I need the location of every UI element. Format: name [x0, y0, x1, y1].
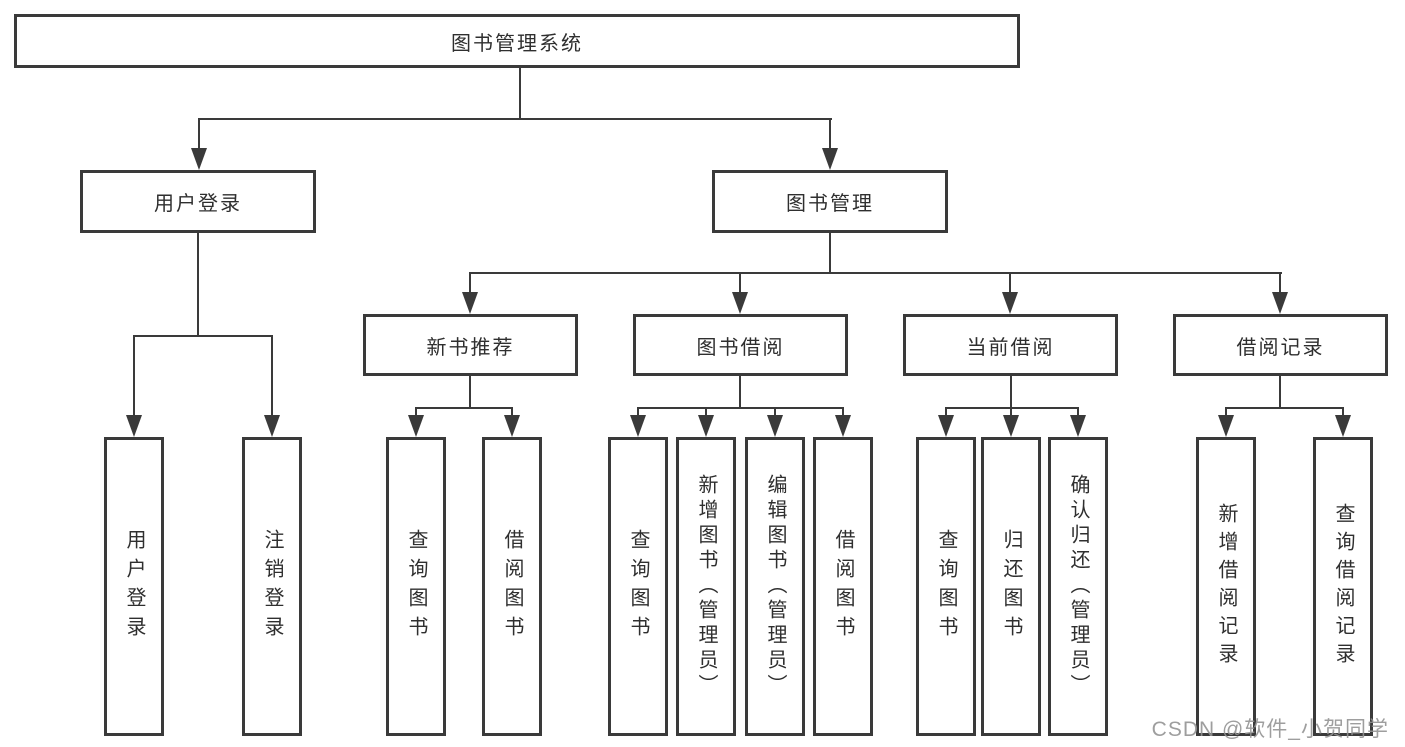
connector-line: [1010, 407, 1012, 417]
node-label: 图书管理系统: [451, 32, 583, 55]
node-borrow-books: 借阅图书: [482, 437, 542, 736]
node-label: 确认归还（管理员）: [1067, 474, 1089, 699]
connector-line: [1010, 375, 1012, 408]
node-query-borrow-record: 查询借阅记录: [1313, 437, 1373, 736]
node-user-login-action: 用户登录: [104, 437, 164, 736]
node-query-books: 查询图书: [916, 437, 976, 736]
connector-line: [415, 407, 513, 409]
node-new-book-recommendation: 新书推荐: [363, 314, 578, 376]
node-borrow-books: 借阅图书: [813, 437, 873, 736]
node-label: 查询图书: [935, 528, 957, 645]
arrowhead-icon: [1070, 415, 1086, 437]
connector-line: [198, 118, 832, 120]
connector-line: [415, 407, 417, 417]
arrowhead-icon: [822, 148, 838, 170]
node-query-books: 查询图书: [608, 437, 668, 736]
node-label: 借阅记录: [1236, 336, 1325, 359]
node-label: 当前借阅: [966, 336, 1055, 359]
node-add-books-admin: 新增图书（管理员）: [676, 437, 736, 736]
connector-line: [1225, 407, 1227, 417]
connector-line: [705, 407, 707, 417]
node-label: 注销登录: [261, 528, 283, 645]
node-user-login: 用户登录: [80, 170, 316, 233]
node-return-books: 归还图书: [981, 437, 1041, 736]
node-logout: 注销登录: [242, 437, 302, 736]
node-book-management: 图书管理: [712, 170, 948, 233]
node-label: 借阅图书: [832, 528, 854, 645]
connector-line: [829, 118, 831, 150]
node-label: 查询图书: [405, 528, 427, 645]
connector-line: [197, 232, 199, 336]
connector-line: [637, 407, 844, 409]
node-label: 查询图书: [627, 528, 649, 645]
arrowhead-icon: [264, 415, 280, 437]
node-label: 查询借阅记录: [1332, 502, 1354, 671]
connector-line: [739, 375, 741, 408]
node-confirm-return-admin: 确认归还（管理员）: [1048, 437, 1108, 736]
arrowhead-icon: [835, 415, 851, 437]
connector-line: [637, 407, 639, 417]
arrowhead-icon: [732, 292, 748, 314]
node-label: 用户登录: [154, 193, 242, 215]
node-library-management-system: 图书管理系统: [14, 14, 1020, 68]
csdn-watermark: CSDN @软件_小贺同学: [1151, 718, 1389, 741]
node-borrowing-records: 借阅记录: [1173, 314, 1388, 376]
arrowhead-icon: [191, 148, 207, 170]
node-label: 归还图书: [1000, 528, 1022, 645]
connector-line: [842, 407, 844, 417]
connector-line: [469, 272, 1282, 274]
connector-line: [271, 335, 273, 417]
connector-line: [1077, 407, 1079, 417]
arrowhead-icon: [1218, 415, 1234, 437]
connector-line: [519, 67, 521, 118]
connector-line: [1225, 407, 1344, 409]
arrowhead-icon: [698, 415, 714, 437]
connector-line: [945, 407, 1079, 409]
node-query-books: 查询图书: [386, 437, 446, 736]
node-add-borrow-record: 新增借阅记录: [1196, 437, 1256, 736]
node-label: 编辑图书（管理员）: [764, 474, 786, 699]
arrowhead-icon: [1002, 292, 1018, 314]
node-edit-books-admin: 编辑图书（管理员）: [745, 437, 805, 736]
connector-line: [1009, 272, 1011, 296]
connector-line: [829, 232, 831, 273]
connector-line: [133, 335, 273, 337]
arrowhead-icon: [462, 292, 478, 314]
node-label: 图书借阅: [696, 336, 785, 359]
connector-line: [469, 272, 471, 296]
connector-line: [133, 335, 135, 417]
arrowhead-icon: [408, 415, 424, 437]
connector-line: [469, 375, 471, 408]
connector-line: [774, 407, 776, 417]
arrowhead-icon: [630, 415, 646, 437]
connector-line: [1342, 407, 1344, 417]
arrowhead-icon: [767, 415, 783, 437]
arrowhead-icon: [1335, 415, 1351, 437]
arrowhead-icon: [1003, 415, 1019, 437]
node-label: 图书管理: [786, 193, 874, 215]
arrowhead-icon: [126, 415, 142, 437]
connector-line: [1279, 272, 1281, 296]
arrowhead-icon: [938, 415, 954, 437]
connector-line: [739, 272, 741, 296]
node-label: 新增借阅记录: [1215, 502, 1237, 671]
node-book-borrowing: 图书借阅: [633, 314, 848, 376]
connector-line: [198, 118, 200, 150]
arrowhead-icon: [504, 415, 520, 437]
node-label: 用户登录: [123, 528, 145, 645]
connector-line: [1279, 375, 1281, 408]
node-label: 新增图书（管理员）: [695, 474, 717, 699]
connector-line: [945, 407, 947, 417]
node-label: 借阅图书: [501, 528, 523, 645]
node-current-borrowing: 当前借阅: [903, 314, 1118, 376]
node-label: 新书推荐: [426, 336, 515, 359]
connector-line: [511, 407, 513, 417]
arrowhead-icon: [1272, 292, 1288, 314]
